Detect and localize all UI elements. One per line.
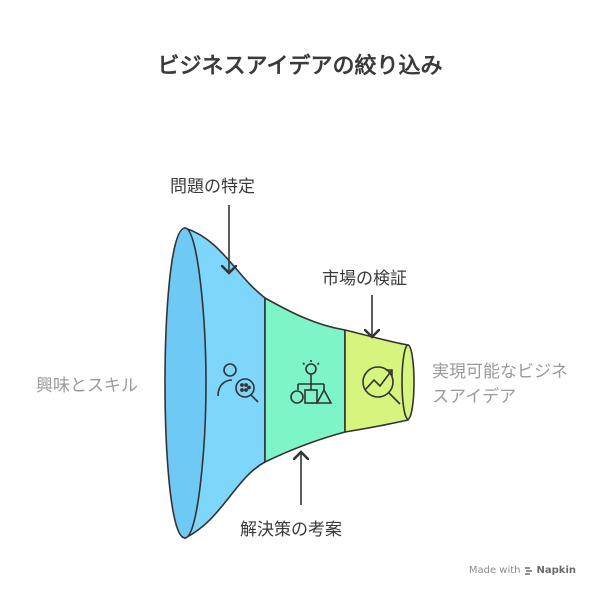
input-label: 興味とスキル bbox=[36, 376, 138, 396]
chart-search-icon bbox=[362, 366, 401, 405]
stage-label-market: 市場の検証 bbox=[322, 269, 407, 289]
person-search-icon bbox=[217, 363, 259, 403]
napkin-logo-icon bbox=[524, 566, 532, 575]
output-label: 実現可能なビジネスアイデア bbox=[432, 362, 568, 407]
flowchart-icon bbox=[290, 360, 333, 404]
funnel-mouth bbox=[164, 227, 207, 539]
stage-label-solution: 解決策の考案 bbox=[240, 520, 342, 540]
footer-credit: Made with Napkin bbox=[469, 565, 576, 576]
page-title: ビジネスアイデアの絞り込み bbox=[157, 54, 443, 79]
funnel-segment-2 bbox=[264, 296, 346, 464]
footer-brand: Napkin bbox=[536, 565, 576, 576]
funnel-exit bbox=[401, 344, 415, 420]
funnel-segment-3 bbox=[344, 328, 409, 433]
footer-made-with: Made with bbox=[468, 565, 521, 576]
stage-label-problem: 問題の特定 bbox=[170, 177, 255, 197]
